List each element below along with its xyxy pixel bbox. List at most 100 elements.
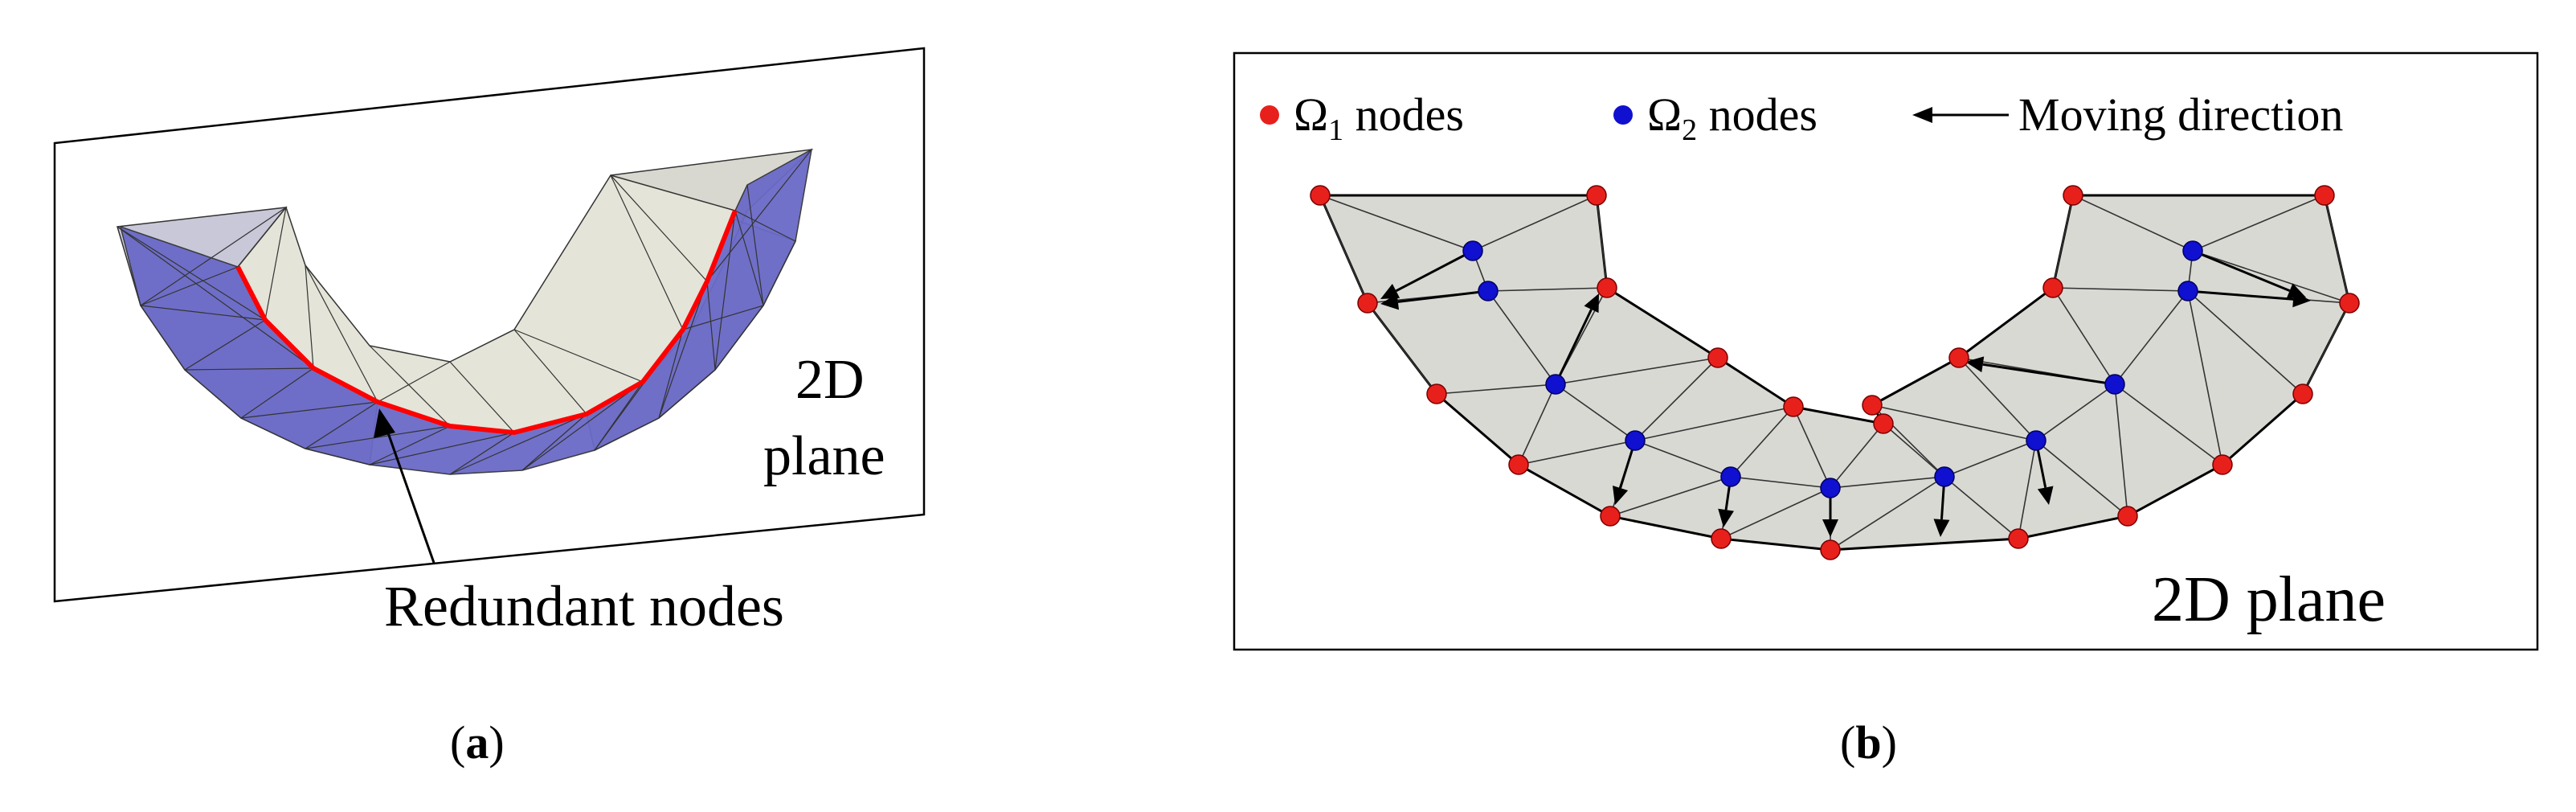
mesh-edge — [1634, 357, 1719, 441]
mesh-edge — [1436, 383, 1556, 395]
svg-text:Ω2 nodes: Ω2 nodes — [1647, 88, 1818, 147]
mesh-edge — [449, 413, 587, 475]
mesh-edge — [2192, 195, 2325, 252]
legend-omega2-sub: 2 — [1682, 113, 1697, 147]
mesh-edge — [1883, 423, 1945, 478]
omega1-node — [1862, 395, 1883, 416]
mesh-edge — [1730, 406, 1794, 478]
mesh-edge — [369, 425, 451, 465]
redundant-nodes-boundary — [235, 209, 738, 436]
mesh-edge — [1472, 195, 1597, 252]
omega2-node — [2104, 374, 2125, 395]
mesh-edge — [1793, 406, 1831, 489]
mesh-edge — [305, 425, 451, 449]
mesh-edge — [1487, 290, 1556, 385]
mesh-edge — [264, 207, 287, 321]
mesh-edge — [714, 210, 736, 371]
omega1-node — [1711, 528, 1732, 549]
omega1-node — [1508, 454, 1529, 475]
legend-arrow-head — [1912, 107, 1932, 123]
caption-a: (a) — [450, 716, 505, 769]
mesh-edge — [2302, 302, 2350, 395]
mesh-edge — [1487, 287, 1608, 292]
annotation-arrow-line — [384, 425, 435, 564]
mesh-edge — [1830, 476, 1945, 489]
mesh-edge — [734, 210, 764, 306]
mesh-edge — [1596, 195, 1608, 289]
mesh-edge — [1634, 406, 1794, 441]
mesh-edge — [1944, 440, 2037, 478]
legend-omega2-symbol: Ω — [1647, 88, 1682, 141]
moving-arrow — [1397, 289, 1489, 303]
moving-arrow-head — [1718, 508, 1735, 527]
omega1-node — [1600, 506, 1621, 527]
mesh-edge — [305, 265, 314, 369]
mesh-edge — [117, 226, 266, 321]
mesh-edge — [706, 281, 716, 371]
mesh-edge — [1944, 476, 2019, 539]
mesh-edge — [1720, 487, 1831, 539]
mesh-edge — [369, 432, 515, 465]
mesh-edge — [240, 401, 378, 419]
panel-b: Ω 1 nodes Ω2 nodes Moving direction 2D pl… — [1205, 0, 2576, 812]
legend-omega2-text: nodes — [1697, 88, 1818, 141]
omega1-node — [2042, 277, 2063, 298]
mesh-edge — [2035, 440, 2128, 517]
mesh-edge — [2192, 250, 2350, 304]
moving-arrow — [1395, 249, 1474, 293]
plane-label-b: 2D plane — [2152, 564, 2386, 635]
mesh-edge — [2187, 290, 2304, 395]
mesh-edge — [2324, 195, 2350, 304]
omega1-node — [2292, 383, 2313, 404]
panel-a: 2D plane Redundant nodes (a) — [0, 0, 1045, 812]
mesh-edge — [513, 329, 587, 415]
mesh-edge — [1555, 357, 1719, 385]
mesh-edge — [2114, 290, 2189, 385]
omega2-node — [1545, 374, 1566, 395]
mesh-edge — [2052, 195, 2074, 289]
legend-omega1-sub: 1 — [1328, 113, 1343, 147]
mesh-edge — [658, 329, 684, 419]
mesh-edge — [1830, 476, 1945, 551]
mesh-edge — [610, 174, 708, 282]
mesh-edge — [140, 207, 287, 306]
mesh-edge — [140, 266, 239, 306]
mesh-edge — [734, 210, 796, 242]
mesh-edge — [2114, 383, 2223, 465]
redundant-nodes-label: Redundant nodes — [384, 574, 784, 638]
annotation-arrow-head — [374, 408, 395, 438]
omega1-node — [2008, 528, 2029, 549]
mesh-edge — [2072, 195, 2194, 252]
mesh-edge — [2018, 440, 2037, 539]
mesh-edge — [513, 329, 644, 383]
omega2-node — [1720, 466, 1741, 487]
moving-arrow — [1554, 309, 1593, 385]
omega2-node — [1478, 281, 1499, 301]
mesh-edge — [1319, 195, 1474, 252]
mesh-edge — [1518, 383, 1556, 465]
mesh-edge — [184, 367, 314, 371]
mesh-edge — [1871, 404, 2037, 441]
omega1-node — [1948, 347, 1969, 368]
mesh-edge — [610, 174, 684, 330]
omega2-node — [1462, 240, 1483, 261]
moving-arrow-head — [1380, 293, 1400, 310]
omega1-node — [1310, 185, 1331, 206]
mesh-edge — [240, 367, 314, 419]
mesh-2d — [1318, 194, 2351, 552]
mesh-edge — [305, 401, 378, 449]
omega1-node — [1426, 383, 1447, 404]
omega1-node — [1597, 277, 1617, 298]
omega2-node — [2177, 281, 2198, 301]
mesh-edge — [1367, 302, 1437, 395]
caption-b: (b) — [1840, 716, 1897, 769]
mesh-edge — [377, 361, 451, 403]
legend-moving-direction: Moving direction — [2018, 88, 2343, 141]
moving-arrow — [2192, 249, 2291, 293]
omega1-node — [2339, 293, 2360, 314]
mesh-edge — [1518, 440, 1636, 465]
omega2-node — [1820, 478, 1841, 498]
mesh-edge — [305, 265, 378, 403]
mesh-edge — [682, 305, 764, 330]
caption-b-letter: b — [1855, 716, 1882, 769]
